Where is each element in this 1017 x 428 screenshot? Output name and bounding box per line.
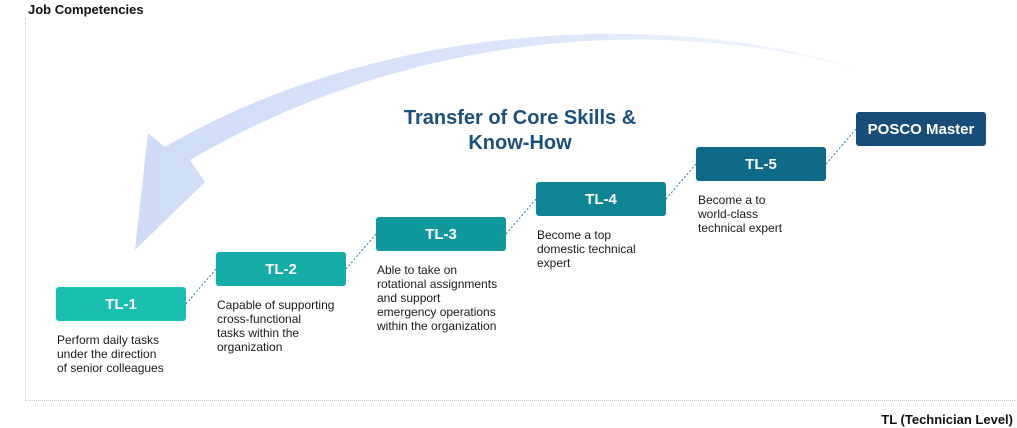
level-box-tl2: TL-2 bbox=[216, 252, 346, 286]
level-label-posco-master: POSCO Master bbox=[867, 120, 975, 138]
y-axis-line bbox=[25, 18, 26, 400]
level-label-tl4: TL-4 bbox=[585, 190, 617, 208]
y-axis-label: Job Competencies bbox=[28, 2, 144, 17]
x-axis-line bbox=[25, 400, 1015, 401]
connector-3 bbox=[505, 198, 537, 235]
level-desc-tl1: Perform daily tasks under the direction … bbox=[57, 333, 164, 375]
level-desc-tl5: Become a to world-class technical expert bbox=[698, 193, 783, 235]
connector-2 bbox=[345, 233, 377, 270]
title-line-1: Transfer of Core Skills & bbox=[403, 107, 637, 129]
connector-4 bbox=[665, 163, 697, 200]
level-label-tl5: TL-5 bbox=[745, 155, 777, 173]
level-box-posco-master: POSCO Master bbox=[856, 112, 986, 146]
level-box-tl1: TL-1 bbox=[56, 287, 186, 321]
level-box-tl5: TL-5 bbox=[696, 147, 826, 181]
level-label-tl2: TL-2 bbox=[265, 260, 297, 278]
level-desc-tl2: Capable of supporting cross-functional t… bbox=[217, 298, 335, 354]
level-label-tl3: TL-3 bbox=[425, 225, 457, 243]
level-box-tl3: TL-3 bbox=[376, 217, 506, 251]
level-desc-tl4: Become a top domestic technical expert bbox=[537, 228, 636, 270]
diagram-title: Transfer of Core Skills & Know-How bbox=[370, 106, 670, 156]
level-label-tl1: TL-1 bbox=[105, 295, 137, 313]
x-axis-label: TL (Technician Level) bbox=[881, 412, 1013, 427]
transfer-arrow bbox=[135, 33, 860, 250]
level-box-tl4: TL-4 bbox=[536, 182, 666, 216]
level-desc-tl3: Able to take on rotational assignments a… bbox=[377, 263, 498, 333]
title-line-2: Know-How bbox=[468, 132, 572, 154]
connector-5 bbox=[825, 128, 857, 165]
connector-1 bbox=[185, 268, 217, 305]
